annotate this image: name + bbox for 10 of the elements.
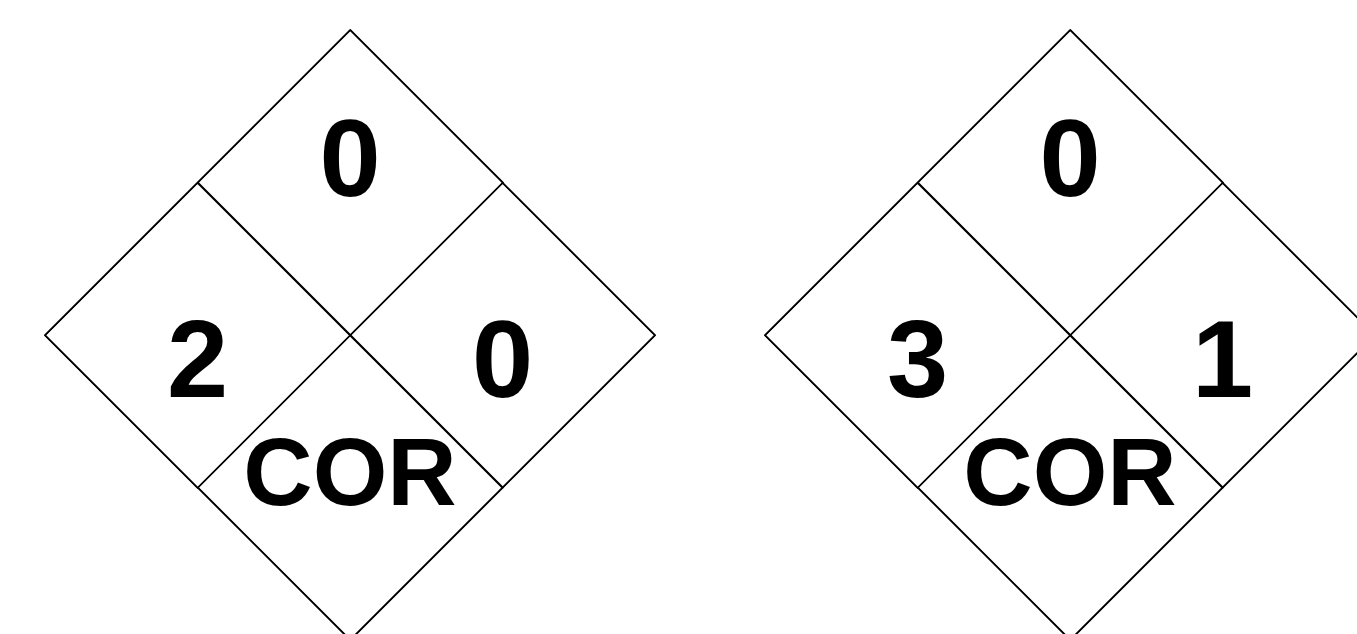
hazard-diamond [765,30,1357,634]
hazard-diamond [45,30,655,634]
hazard-rating: 1 [1191,304,1254,415]
hazard-rating: 0 [1039,103,1101,214]
hazard-rating: 0 [319,103,381,214]
hazard-rating: 3 [886,304,949,415]
hazard-rating: COR [243,424,457,521]
hazard-rating: 2 [166,304,229,415]
hazard-rating: COR [963,424,1177,521]
hazard-rating: 0 [471,304,534,415]
